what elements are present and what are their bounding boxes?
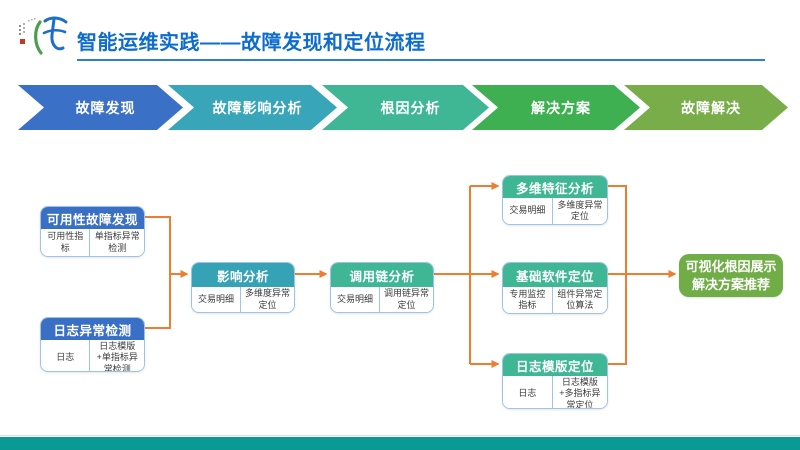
node-title: 多维特征分析 <box>503 176 607 198</box>
title-underline <box>77 59 765 61</box>
node-body: 日志 日志模版+多指标异常定位 <box>503 376 607 408</box>
flow-node: 可用性故障发现 可用性指标 单指标异常检测 <box>40 206 145 257</box>
node-cell: 可用性指标 <box>47 231 84 253</box>
node-cell: 多维度异常定位 <box>551 198 607 224</box>
node-body: 交易明细 调用链异常定位 <box>331 287 433 312</box>
result-line: 可视化根因展示 <box>685 258 777 274</box>
banner-step-label: 故障发现 <box>75 99 136 116</box>
connector-right-junction <box>608 185 627 365</box>
banner-step: 故障发现 <box>18 85 183 130</box>
page-title: 智能运维实践——故障发现和定位流程 <box>77 32 426 54</box>
banner-step-label: 根因分析 <box>380 99 441 116</box>
banner-step-label: 故障解决 <box>681 99 741 116</box>
flow-node: 日志异常检测 日志 日志模版+单指标异常检测 <box>40 317 145 372</box>
node-cell: 日志模版+单指标异常检测 <box>89 340 144 371</box>
node-cell: 专用监控指标 <box>509 288 546 310</box>
node-title: 日志异常检测 <box>41 318 144 340</box>
flow-node: 多维特征分析 交易明细 多维度异常定位 <box>502 175 608 225</box>
flow-node: 调用链分析 交易明细 调用链异常定位 <box>330 262 434 313</box>
node-title: 可用性故障发现 <box>41 207 144 229</box>
node-body: 日志 日志模版+单指标异常检测 <box>41 340 144 371</box>
node-title: 影响分析 <box>192 263 294 287</box>
node-cell: 多维度异常定位 <box>239 287 294 312</box>
node-body: 专用监控指标 组件异常定位算法 <box>503 287 607 313</box>
bottom-accent-line <box>0 435 800 436</box>
banner-step-label: 解决方案 <box>531 99 591 116</box>
node-cell: 单指标异常检测 <box>89 229 144 256</box>
flow-node: 影响分析 交易明细 多维度异常定位 <box>191 262 295 313</box>
result-line: 解决方案推荐 <box>691 276 770 292</box>
node-cell: 调用链异常定位 <box>378 287 433 312</box>
node-title: 调用链分析 <box>331 263 433 287</box>
banner-step: 根因分析 <box>322 85 489 130</box>
logo-seal-text-marks <box>19 18 36 44</box>
flow-node: 基础软件定位 专用监控指标 组件异常定位算法 <box>502 262 608 314</box>
node-body: 交易明细 多维度异常定位 <box>503 198 607 224</box>
bottom-bar <box>0 437 800 450</box>
node-title: 日志模版定位 <box>503 354 607 376</box>
node-cell: 日志模版+多指标异常定位 <box>551 376 607 408</box>
connector-left-junction <box>145 216 171 329</box>
brand-logo <box>19 16 68 55</box>
node-cell: 交易明细 <box>509 205 546 216</box>
banner-step: 故障影响分析 <box>168 85 337 130</box>
node-cell: 组件异常定位算法 <box>551 287 607 313</box>
node-cell: 交易明细 <box>336 293 373 304</box>
banner-step: 故障解决 <box>624 85 788 130</box>
result-node: 可视化根因展示 解决方案推荐 <box>679 254 783 297</box>
banner-step-label: 故障影响分析 <box>212 99 303 116</box>
banner-step: 解决方案 <box>472 85 640 130</box>
node-cell: 日志 <box>56 352 75 363</box>
node-body: 交易明细 多维度异常定位 <box>192 287 294 312</box>
node-cell: 日志 <box>518 388 537 399</box>
node-title: 基础软件定位 <box>503 263 607 287</box>
flow-node: 日志模版定位 日志 日志模版+多指标异常定位 <box>502 353 608 409</box>
node-cell: 交易明细 <box>197 293 234 304</box>
node-body: 可用性指标 单指标异常检测 <box>41 229 144 256</box>
